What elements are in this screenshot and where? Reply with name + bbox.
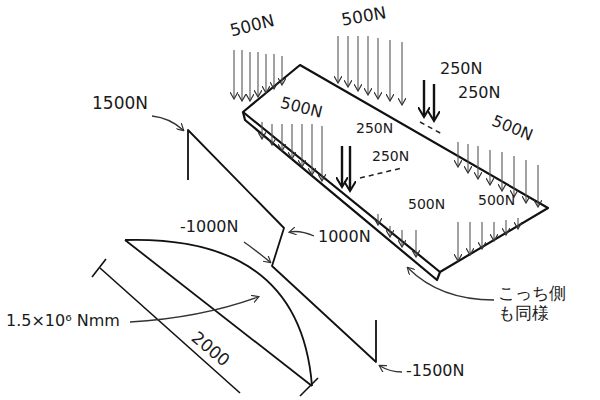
force-label: 500N <box>340 3 388 30</box>
force-label: 500N <box>279 94 325 122</box>
distributed-load <box>234 36 538 260</box>
dimension-line <box>92 259 318 396</box>
force-label: 1500N <box>92 94 148 114</box>
bending-moment-diagram <box>125 240 312 386</box>
force-label: 500N <box>408 196 445 212</box>
force-label: 1000N <box>318 228 371 246</box>
force-label: -1500N <box>406 362 464 380</box>
force-label: 2000 <box>187 328 233 371</box>
force-label: 500N <box>489 112 535 145</box>
force-label: 250N <box>356 120 393 136</box>
force-label: 250N <box>372 148 409 164</box>
force-label: こっち側も同様 <box>498 284 582 323</box>
force-label: 500N <box>478 192 515 208</box>
force-label: 250N <box>440 60 483 78</box>
force-label: 250N <box>458 84 501 102</box>
beam-slab <box>243 65 548 280</box>
leader-line <box>130 116 494 372</box>
force-label: 500N <box>228 11 277 41</box>
force-label: 1.5×10⁶ Nmm <box>6 312 120 330</box>
shear-force-diagram <box>188 130 376 362</box>
point-load <box>342 80 434 190</box>
force-label: -1000N <box>180 218 238 236</box>
